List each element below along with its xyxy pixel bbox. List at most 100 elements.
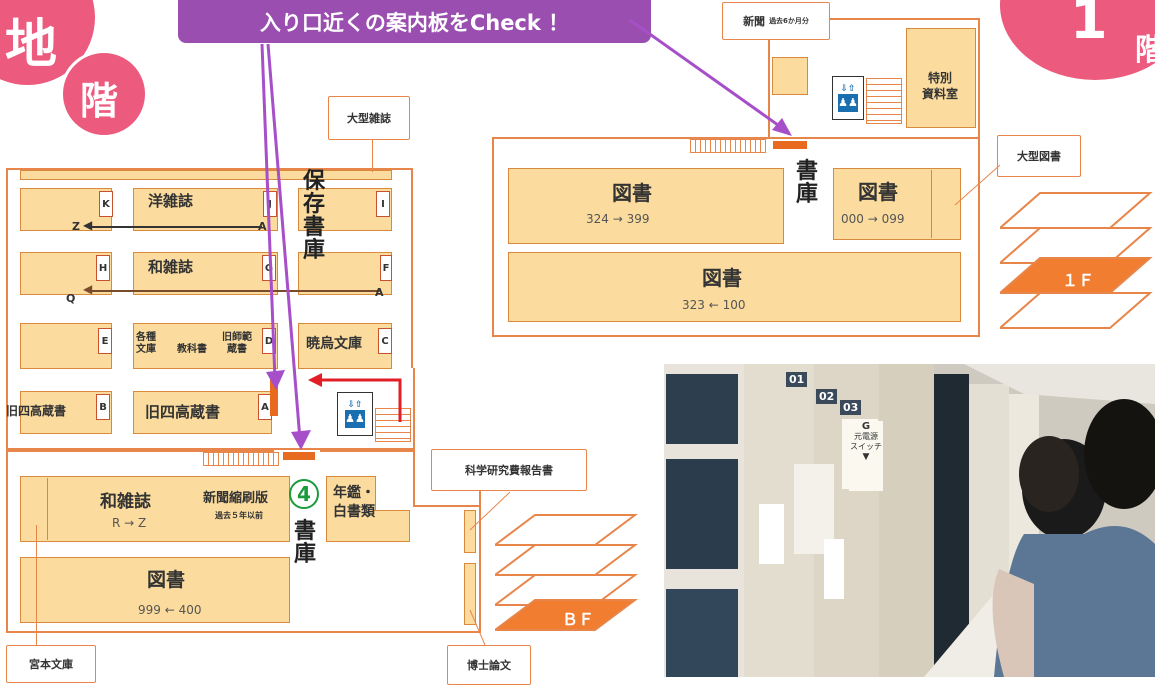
shelf-letter-h: H — [96, 255, 110, 281]
basement-lower-top — [6, 450, 274, 452]
hozon-entrance-marker — [270, 378, 278, 416]
oogata-zasshi-tag: 大型雑誌 — [328, 96, 410, 140]
basement-lower-top2 — [320, 450, 415, 452]
tokubetsu-label: 特別 資料室 — [922, 71, 959, 101]
red-route-arrow — [308, 373, 402, 422]
shinbun-1f-label: 新聞 — [743, 15, 766, 28]
tosho-b-divider — [931, 170, 932, 238]
tosho-basement-label: 図書 — [147, 569, 186, 591]
aisle-arrowhead-z: ◀ — [83, 218, 93, 232]
shelf-letter-i: I — [376, 191, 390, 217]
tosho-a-room — [508, 168, 784, 244]
tosho-c-label: 図書 — [702, 266, 742, 290]
kyushiko-mid-label: 旧四高蔵書 — [145, 403, 221, 421]
shelf-letter-f: F — [380, 255, 392, 281]
tosho-a-range: 324 → 399 — [586, 212, 650, 226]
aisle-arrow-z — [92, 226, 262, 228]
elevator-1f-people-icon: ♟♟ — [838, 93, 858, 112]
marker-4: 4 — [289, 479, 319, 509]
wazasshi-bottom-label: 和雑誌 — [100, 492, 151, 512]
shelf-e — [20, 323, 112, 369]
aisle-arrowhead-q: ◀ — [83, 282, 93, 296]
hozon-shoko-label: 保 存 書 庫 — [302, 169, 325, 263]
marker-4-number: 4 — [297, 482, 311, 506]
floor-badge-big-char: 地 — [5, 15, 58, 75]
tosho-basement-room — [20, 557, 290, 623]
row-label-a2: A — [375, 286, 384, 299]
kyokasho-label: 教科書 — [177, 344, 207, 355]
first-floor-elevator[interactable]: ⇩⇧ ♟♟ — [832, 76, 864, 120]
tokubetsu-room — [906, 28, 976, 128]
first-floor-outer-wall — [492, 137, 980, 337]
shinbun-1f-tag: 新聞 過去6か月分 — [722, 2, 830, 40]
row-label-a1: A — [258, 220, 267, 233]
gyouu-label: 暁烏文庫 — [306, 336, 362, 352]
shoko-1f-label: 書 庫 — [795, 159, 818, 207]
floor-stack-1f-label: １Ｆ — [1062, 271, 1095, 290]
elevator-1f-arrows-icon: ⇩⇧ — [840, 83, 856, 94]
yozasshi-room — [133, 188, 278, 231]
floor-stack-bf-label: ＢＦ — [562, 610, 595, 629]
basement-outer-wall — [6, 168, 413, 450]
basement-elevator[interactable]: ⇩⇧ ♟♟ — [337, 392, 373, 436]
tosho-c-room — [508, 252, 961, 322]
banner-text: 入り口近くの案内板をCheck ！ — [259, 10, 570, 35]
hakase-tag: 博士論文 — [447, 645, 531, 685]
kakushu-label: 各種 文庫 — [136, 332, 156, 355]
shinbun-note: 過去５年以前 — [215, 511, 263, 520]
first-floor-stairs-v[interactable] — [866, 78, 902, 124]
first-floor-entrance-marker — [773, 141, 807, 149]
basement-step-wall — [413, 505, 481, 507]
basement-stairs[interactable] — [203, 452, 279, 466]
oogata-zasshi-leader — [372, 140, 373, 172]
photo-shelf-number-2: 02 — [816, 389, 838, 404]
stacks-photo: 01 02 03 G 元電源 スイッチ ▼ — [664, 364, 1155, 677]
basement-lower-wall — [6, 450, 481, 633]
basement-step-vwall — [413, 368, 415, 506]
kyushiko-left-label: 旧四高蔵書 — [6, 404, 67, 418]
basement-entrance-marker — [283, 452, 315, 460]
shinbun-1f-shelf — [772, 57, 808, 95]
aisle-arrow-q — [92, 290, 380, 292]
wazasshi-top-room — [133, 252, 278, 295]
nenkan-room-ext — [374, 510, 410, 542]
oogata-tosho-tag: 大型図書 — [997, 135, 1081, 177]
kagaku-shelf — [464, 510, 476, 553]
tosho-basement-range: 999 ← 400 — [138, 603, 202, 617]
shelf-letter-b: B — [96, 394, 110, 420]
basement-top-wall — [6, 168, 413, 170]
floor-badge-first-small: 階 — [1135, 33, 1155, 68]
miyamoto-divider — [47, 478, 48, 540]
floor-stack-bf — [495, 514, 638, 631]
photo-sign-arrow-icon: ▼ — [862, 452, 870, 462]
floor-stack-1f — [1000, 192, 1153, 329]
kakushu-room — [133, 323, 278, 369]
floor-badge-small-char: 階 — [80, 79, 119, 123]
first-floor-stairs[interactable] — [690, 139, 766, 153]
oogata-tosho-leader — [954, 164, 1001, 206]
wazasshi-top-label: 和雑誌 — [148, 258, 194, 276]
tosho-a-label: 図書 — [612, 181, 652, 205]
shelf-letter-c: C — [378, 328, 392, 354]
yozasshi-label: 洋雑誌 — [148, 192, 194, 210]
kyushiko-mid-room — [133, 391, 272, 434]
oogata-zasshi-shelf — [20, 170, 392, 180]
shinbun-shukusatsu-label: 新聞縮刷版 — [203, 491, 269, 506]
tosho-b-room — [833, 168, 961, 240]
tosho-c-range: 323 ← 100 — [682, 298, 746, 312]
basement-stairs-2[interactable] — [375, 408, 411, 442]
stacks-photo-drawing — [664, 364, 1155, 677]
photo-shelf-number-1: 01 — [786, 372, 808, 387]
banner: 入り口近くの案内板をCheck ！ — [178, 0, 651, 43]
elevator-people-icon: ♟♟ — [345, 409, 365, 428]
shinbun-1f-note: 過去6か月分 — [769, 17, 809, 25]
elevator-arrows-icon: ⇩⇧ — [347, 399, 363, 410]
shoko-4-label: 書 庫 — [293, 519, 316, 567]
nenkan-room — [326, 476, 376, 542]
shelf-letter-e: E — [98, 328, 112, 354]
tosho-b-range: 000 → 099 — [841, 212, 905, 226]
nenkan-label: 年鑑・ 白書類 — [333, 485, 375, 520]
shelf-k — [20, 188, 112, 231]
hakase-shelf — [464, 563, 476, 625]
basement-right-wall-upper — [411, 168, 413, 368]
